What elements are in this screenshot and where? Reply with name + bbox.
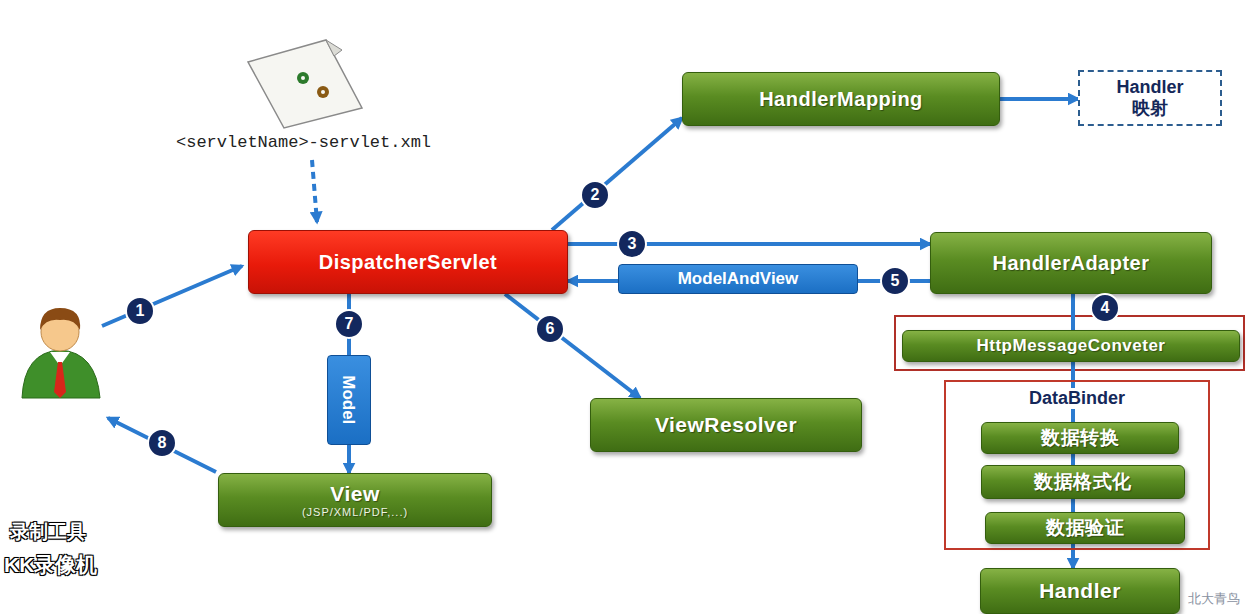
callout-number: 7 — [334, 309, 364, 339]
binder-group: 数据转换数据格式化数据验证 DataBinder — [944, 380, 1210, 550]
user-icon — [22, 308, 100, 398]
dispatcher-box: DispatcherServlet — [248, 230, 568, 294]
callout-number: 1 — [125, 296, 155, 326]
node-label: HttpMessageConveter — [977, 336, 1166, 356]
node-label: DispatcherServlet — [319, 251, 498, 274]
node-label: Handler 映射 — [1110, 77, 1190, 118]
step-box: 数据验证 — [985, 512, 1185, 544]
highlight-frame — [895, 316, 1244, 370]
flow-arrow — [552, 118, 682, 230]
node-label: HandlerAdapter — [992, 252, 1149, 275]
node-label: View — [330, 482, 379, 506]
callout-number: 4 — [1090, 293, 1120, 323]
watermark: 录制工具 — [10, 521, 86, 543]
flow-arrow — [347, 445, 351, 473]
xml-file-icon — [248, 40, 362, 128]
callout-number: 5 — [880, 266, 910, 296]
response-arrow — [108, 418, 216, 472]
flow-arrow — [1071, 550, 1075, 568]
step-box: 数据格式化 — [981, 465, 1185, 499]
callout-number: 3 — [617, 229, 647, 259]
file-name: <servletName>-servlet.xml — [176, 133, 431, 153]
node-label: 数据转换 — [1041, 427, 1119, 449]
flow-arrow — [505, 294, 640, 398]
node-label: Model — [339, 375, 359, 424]
flow-arrow — [568, 279, 618, 283]
step-box: 数据转换 — [981, 422, 1179, 454]
config-arrow — [312, 160, 317, 222]
flow-arrow — [1071, 362, 1075, 380]
request-arrow — [102, 266, 242, 326]
callout-number: 2 — [580, 180, 610, 210]
node-label: 数据格式化 — [1034, 471, 1132, 493]
model-tag: Model — [327, 355, 371, 445]
node-label: ViewResolver — [655, 413, 797, 437]
node-label: Handler — [1039, 579, 1121, 603]
process-box: ViewResolver — [590, 398, 862, 452]
view-box: View(JSP/XML/PDF,...) — [218, 473, 492, 527]
node-sublabel: (JSP/XML/PDF,...) — [302, 506, 408, 519]
node-label: HandlerMapping — [759, 88, 923, 111]
node-label: ModelAndView — [678, 269, 799, 289]
node-label: 数据验证 — [1046, 517, 1124, 539]
node-label: DataBinder — [1025, 388, 1129, 409]
watermark: 北大青鸟 — [1188, 592, 1240, 607]
watermark: KK录像机 — [4, 553, 97, 577]
callout-number: 8 — [147, 428, 177, 458]
process-box: HandlerMapping — [682, 72, 1000, 126]
flow-arrow — [1071, 294, 1075, 330]
handler-box: Handler — [980, 568, 1180, 614]
result-tag: ModelAndView — [618, 264, 858, 294]
converter-box: HttpMessageConveter — [902, 330, 1240, 362]
callout-number: 6 — [535, 314, 565, 344]
flow-arrow — [1000, 97, 1078, 101]
process-box: HandlerAdapter — [930, 232, 1212, 294]
mapping-box: Handler 映射 — [1078, 70, 1222, 126]
